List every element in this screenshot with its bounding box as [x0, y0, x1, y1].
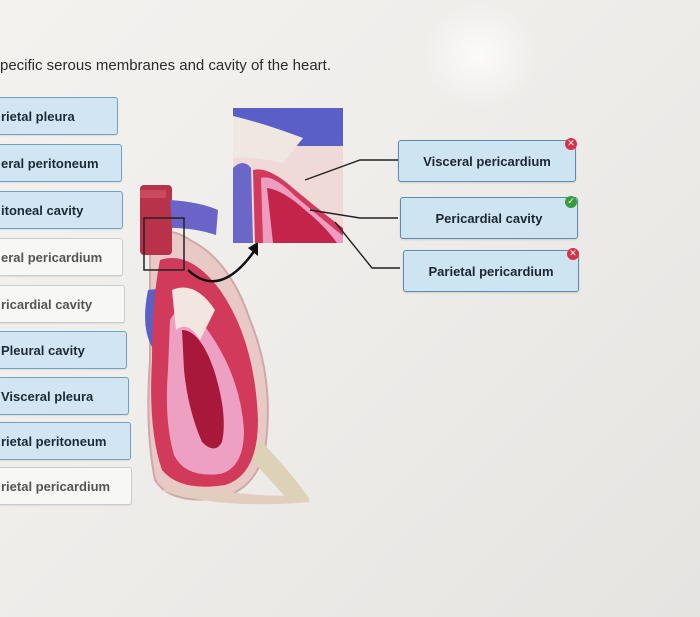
bank-item-pericardial-cavity[interactable]: ricardial cavity	[0, 285, 125, 323]
bank-item-parietal-pleura[interactable]: rietal pleura	[0, 97, 118, 135]
vessel-red-shape	[140, 185, 172, 255]
vessel-blue-shape	[170, 200, 218, 235]
check-mark-icon: ✓	[565, 196, 577, 208]
bank-item-visceral-pericardium[interactable]: eral pericardium	[0, 238, 123, 276]
valve-shape	[172, 287, 215, 340]
drop-target-parietal-pericardium[interactable]: Parietal pericardium	[403, 250, 579, 292]
bank-item-label: Visceral pleura	[1, 388, 94, 404]
leader-line-parietal	[334, 221, 400, 269]
heart-illustration	[140, 185, 310, 505]
bank-item-visceral-peritoneum[interactable]: eral peritoneum	[0, 144, 122, 182]
bank-item-label: itoneal cavity	[1, 202, 84, 218]
bank-item-parietal-pericardium[interactable]: rietal pericardium	[0, 467, 132, 505]
ventricle-chamber-shape	[182, 330, 224, 449]
zoomed-inset-illustration	[233, 108, 343, 243]
x-mark-icon: ✕	[567, 248, 579, 260]
bank-item-label: eral pericardium	[1, 249, 103, 265]
drop-target-visceral-pericardium[interactable]: Visceral pericardium	[398, 140, 576, 182]
curved-arrow	[187, 249, 257, 283]
leader-line-visceral	[304, 159, 398, 181]
bank-item-label: rietal pleura	[1, 108, 75, 124]
vessel-highlight-shape	[140, 190, 166, 198]
drop-target-label: Visceral pericardium	[423, 153, 551, 169]
bank-item-label: ricardial cavity	[1, 296, 93, 312]
tissue-base-shape	[160, 488, 310, 505]
bank-item-label: eral peritoneum	[1, 155, 99, 171]
bank-item-parietal-peritoneum[interactable]: rietal peritoneum	[0, 422, 131, 460]
screen-glare	[420, 0, 540, 110]
bank-item-visceral-pleura[interactable]: Visceral pleura	[0, 377, 129, 415]
leader-lines	[304, 159, 400, 269]
drop-target-label: Pericardial cavity	[435, 210, 543, 226]
inset-inner-wall	[267, 188, 337, 243]
x-mark-icon: ✕	[565, 138, 577, 150]
inset-membrane-top	[233, 116, 303, 163]
inset-vein-blue	[233, 163, 253, 243]
tissue-tail-shape	[250, 430, 310, 502]
zoom-box	[143, 217, 185, 271]
instruction-text: pecific serous membranes and cavity of t…	[0, 57, 331, 74]
drop-target-pericardial-cavity[interactable]: Pericardial cavity	[400, 197, 578, 239]
bank-item-label: rietal peritoneum	[1, 433, 107, 449]
arrow-head	[248, 242, 258, 256]
bank-item-pleural-cavity[interactable]: Pleural cavity	[0, 331, 127, 369]
bank-item-peritoneal-cavity[interactable]: itoneal cavity	[0, 191, 123, 229]
leader-line-cavity	[309, 209, 398, 219]
drop-target-label: Parietal pericardium	[428, 263, 554, 279]
bank-item-label: rietal pericardium	[1, 478, 111, 494]
bank-item-label: Pleural cavity	[1, 342, 85, 358]
